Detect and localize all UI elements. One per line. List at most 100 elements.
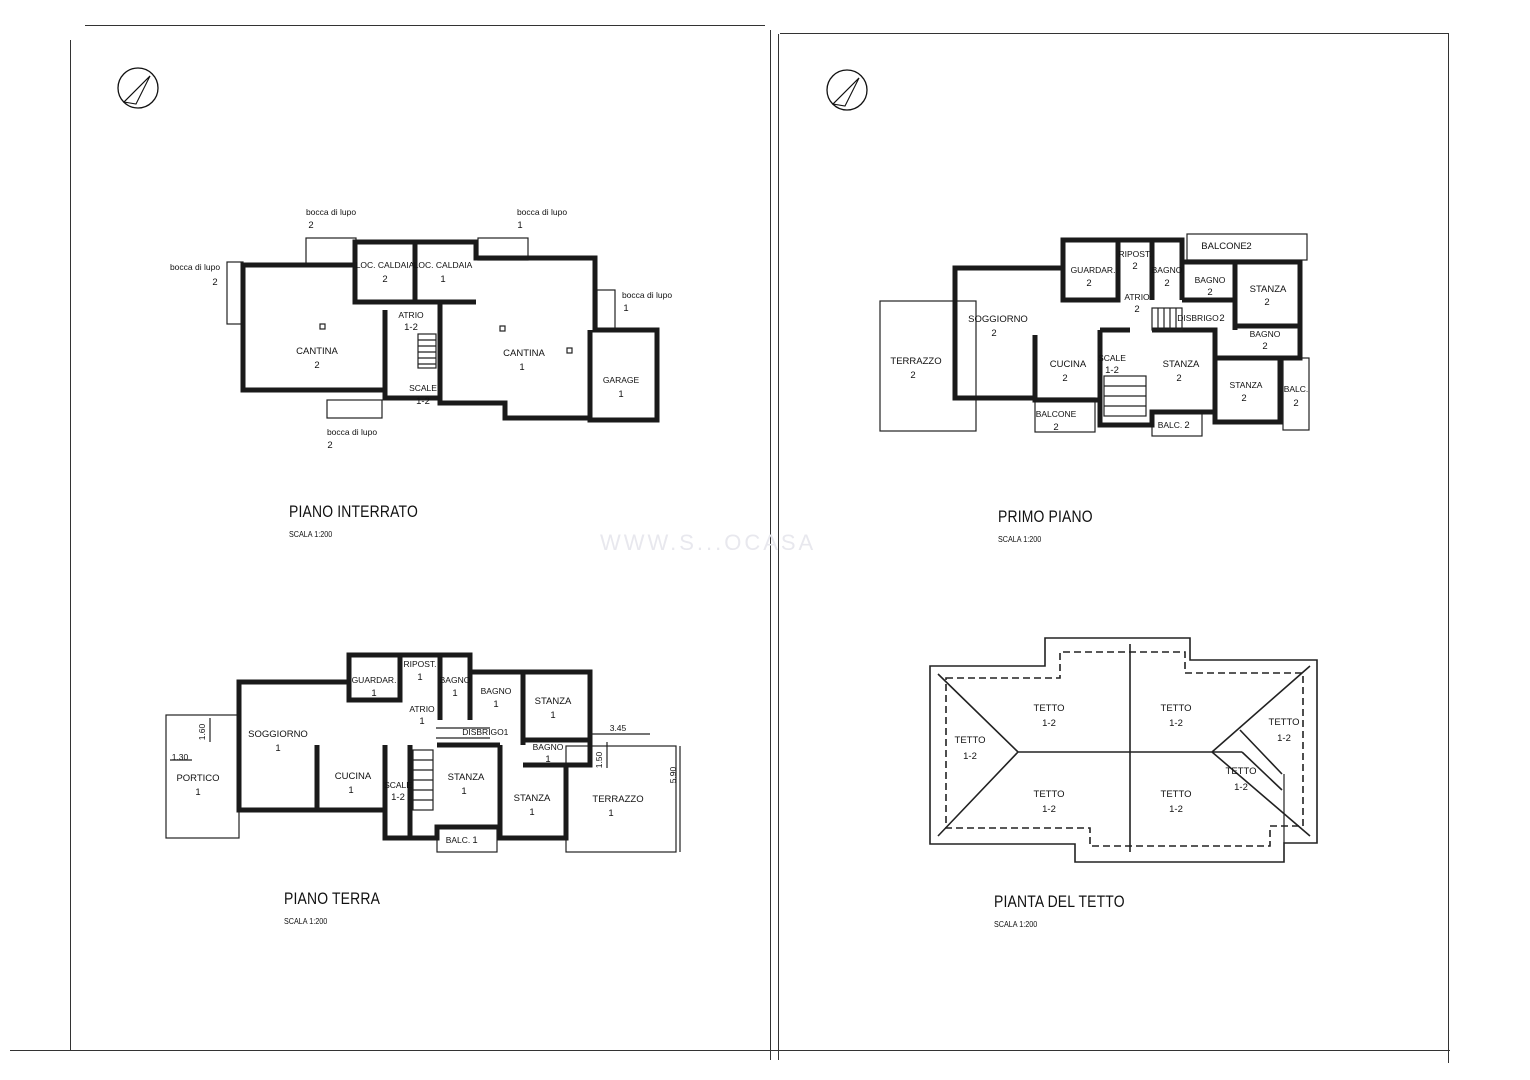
ground-walls xyxy=(236,652,593,841)
room-label: TERRAZZO xyxy=(890,356,941,367)
room-walls xyxy=(437,672,526,827)
room-num: 2 xyxy=(1246,241,1251,252)
room-label: BAGNO xyxy=(1152,265,1183,275)
room-num: 2 xyxy=(382,274,387,285)
room-label: ATRIO xyxy=(1124,292,1150,302)
bocca-label: bocca di lupo xyxy=(170,262,220,272)
roof-label: TETTO xyxy=(1034,703,1065,714)
bocca-label: bocca di lupo xyxy=(622,290,672,300)
bocca-num: 1 xyxy=(623,303,628,314)
boiler-walls xyxy=(352,242,476,305)
ground-stairs xyxy=(412,727,490,811)
room-num: 1 xyxy=(275,743,280,754)
room-num: 1 xyxy=(618,389,623,400)
room-label: GUARDAR. xyxy=(352,675,397,685)
room-num: 1 xyxy=(348,785,353,796)
room-label: BAGNO xyxy=(481,686,512,696)
basement-stairs xyxy=(417,333,437,369)
roof-label: TETTO xyxy=(1161,703,1192,714)
roof-num: 1-2 xyxy=(1169,718,1183,729)
room-label: SOGGIORNO xyxy=(248,729,308,740)
frame-left xyxy=(70,40,71,1050)
stair-walls xyxy=(382,745,413,838)
closet-walls xyxy=(346,655,403,703)
room-num: 2 xyxy=(1241,393,1246,404)
room-label: DISBRIGO xyxy=(462,727,504,737)
room-label: RIPOST. xyxy=(403,659,436,669)
roof-ridges xyxy=(937,644,1311,852)
frame-top-right xyxy=(780,33,1448,34)
roof-num: 1-2 xyxy=(1042,718,1056,729)
room-num: 1 xyxy=(545,754,550,765)
kitchen-walls xyxy=(1032,327,1130,425)
room-label: RIPOST. xyxy=(1118,249,1151,259)
bocca-num: 1 xyxy=(517,220,522,231)
room-num: 2 xyxy=(1132,261,1137,272)
roof-label: TETTO xyxy=(955,735,986,746)
roof-num: 1-2 xyxy=(1234,782,1248,793)
plan-scale: SCALA 1:200 xyxy=(284,917,328,926)
room-label: BALC. xyxy=(1158,420,1183,430)
bocca-num: 2 xyxy=(212,277,217,288)
room-label: DISBRIGO xyxy=(1177,313,1219,323)
room-label: CUCINA xyxy=(1050,359,1087,370)
room-num: 2 xyxy=(1219,313,1224,324)
room-num: 1 xyxy=(452,688,457,699)
room-num: 1 xyxy=(419,716,424,727)
room-label: BAGNO xyxy=(1250,329,1281,339)
room-label: SCALE xyxy=(384,780,412,790)
plan-title: PIANO TERRA xyxy=(284,889,381,908)
north-arrow-icon xyxy=(826,69,868,111)
frame-mid xyxy=(770,30,771,1060)
room-num: 1 xyxy=(417,672,422,683)
room-label: STANZA xyxy=(448,772,485,783)
dimension-label: 1.30 xyxy=(172,752,189,762)
room-label: ATRIO xyxy=(398,310,424,320)
room-label: CANTINA xyxy=(503,348,545,359)
roof-outline xyxy=(929,637,1318,863)
roof-label: TETTO xyxy=(1161,789,1192,800)
roof-num: 1-2 xyxy=(1277,733,1291,744)
room-num: 2 xyxy=(1164,278,1169,289)
room-num: 1 xyxy=(371,688,376,699)
frame-top-left xyxy=(85,25,765,26)
roof-label: TETTO xyxy=(1269,717,1300,728)
room-label: GUARDAR. xyxy=(1071,265,1116,275)
room-num: 1 xyxy=(195,787,200,798)
bath-walls xyxy=(437,655,473,720)
room-label: STANZA xyxy=(1163,359,1200,370)
north-arrow-icon xyxy=(117,67,159,109)
room-num: 2 xyxy=(1053,422,1058,433)
room-label: STANZA xyxy=(1250,284,1287,295)
room-num: 1 xyxy=(504,727,509,737)
room-label: BAGNO xyxy=(533,742,564,752)
room-num: 1-2 xyxy=(1105,365,1119,376)
room-label: STANZA xyxy=(535,696,572,707)
dimension-label: 1.60 xyxy=(197,723,207,740)
room-num: 1-2 xyxy=(404,322,418,333)
room-num: 1 xyxy=(440,274,445,285)
bocca-label: bocca di lupo xyxy=(517,207,567,217)
room-label: GARAGE xyxy=(603,375,640,385)
plan-title: PIANO INTERRATO xyxy=(289,502,418,521)
room-num: 2 xyxy=(314,360,319,371)
room-num: 2 xyxy=(991,328,996,339)
plan-scale: SCALA 1:200 xyxy=(994,920,1038,929)
room-num: 2 xyxy=(1262,341,1267,352)
plan-scale: SCALA 1:200 xyxy=(289,530,333,539)
room-num: 2 xyxy=(1086,278,1091,289)
room-label: BALCONE xyxy=(1201,241,1246,252)
bocca-num: 2 xyxy=(308,220,313,231)
room-label: BALC. xyxy=(1284,384,1309,394)
room-num: 1 xyxy=(461,786,466,797)
bocca-label: bocca di lupo xyxy=(327,427,377,437)
room-label: CUCINA xyxy=(335,771,372,782)
bath2-walls xyxy=(523,737,590,768)
first-floor-stairs xyxy=(1103,307,1183,417)
stair-walls xyxy=(382,302,443,398)
